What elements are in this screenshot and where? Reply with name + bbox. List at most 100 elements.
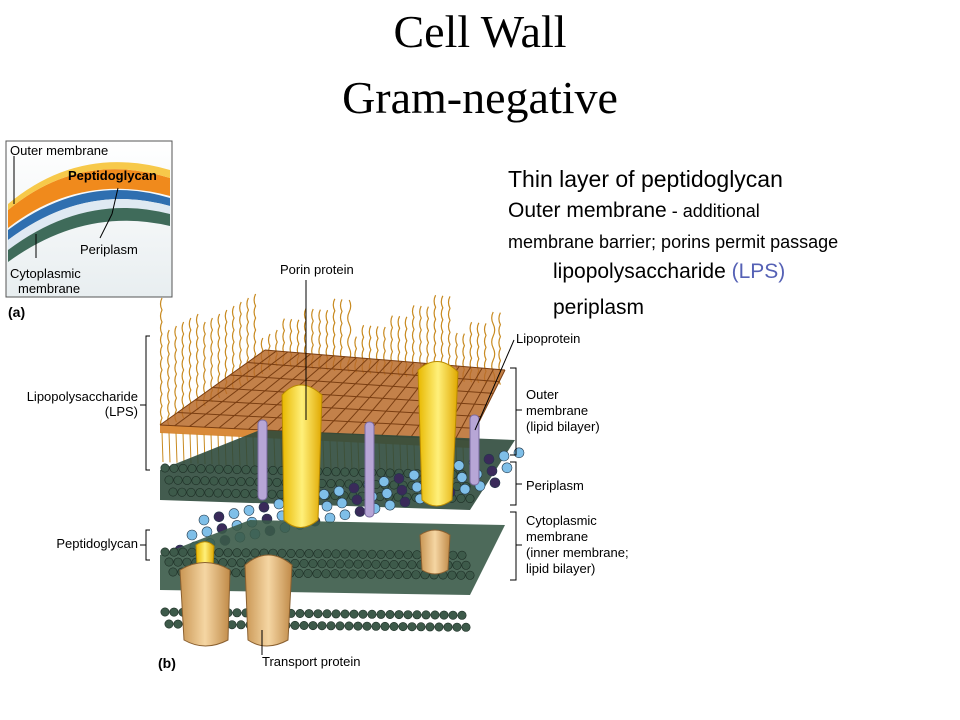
lipid-head (269, 466, 277, 474)
lipid-head (376, 570, 384, 578)
lipid-head (350, 550, 358, 558)
label-lps-1: Lipopolysaccharide (0, 389, 138, 404)
right-brackets (510, 368, 522, 580)
lipid-head (457, 494, 465, 502)
lipid-head (246, 478, 254, 486)
lipid-head (404, 611, 412, 619)
lipid-head (368, 610, 376, 618)
lipid-head (358, 570, 366, 578)
lipid-head (174, 476, 182, 484)
lipid-head (305, 609, 313, 617)
lipid-head (242, 549, 250, 557)
lipid-head (385, 570, 393, 578)
lipid-head (206, 465, 214, 473)
lipid-head (395, 610, 403, 618)
lipid-head (390, 622, 398, 630)
lipid-head (458, 611, 466, 619)
peptidoglycan-bead (499, 451, 509, 461)
lps-chain (161, 298, 163, 430)
lipid-head (462, 561, 470, 569)
lipid-head (165, 476, 173, 484)
lps-chain (197, 314, 199, 410)
lipid-head (322, 570, 330, 578)
lipid-head (219, 477, 227, 485)
label-cyto-1: Cytoplasmic (526, 513, 597, 528)
lipid-head (250, 490, 258, 498)
peptidoglycan-bead (349, 483, 359, 493)
lipid-head (318, 622, 326, 630)
lipid-head (165, 620, 173, 628)
lipid-head (165, 558, 173, 566)
lps-chain (182, 322, 184, 418)
lipid-head (457, 571, 465, 579)
peptidoglycan-bead (502, 463, 512, 473)
peptidoglycan-bead (487, 466, 497, 476)
lipid-head (161, 608, 169, 616)
lipid-head (233, 549, 241, 557)
peptidoglycan-bead (385, 500, 395, 510)
lipid-head (466, 494, 474, 502)
peptidoglycan-bead (460, 484, 470, 494)
lipid-head (197, 465, 205, 473)
peptidoglycan-bead (355, 507, 365, 517)
lipid-head (354, 560, 362, 568)
lipid-head (341, 468, 349, 476)
lipid-head (224, 549, 232, 557)
lipid-head (300, 559, 308, 567)
lipid-head (453, 623, 461, 631)
lipid-head (363, 560, 371, 568)
label-a-cytoplasmic-1: Cytoplasmic (10, 266, 81, 281)
lipid-head (296, 609, 304, 617)
lipid-head (381, 560, 389, 568)
lipid-head (214, 489, 222, 497)
lipid-head (327, 560, 335, 568)
lipid-head (413, 611, 421, 619)
lipid-head (399, 560, 407, 568)
lipid-head (318, 560, 326, 568)
lipid-tail (169, 432, 170, 462)
lipid-head (201, 477, 209, 485)
peptidoglycan-bead (397, 485, 407, 495)
lipid-head (350, 610, 358, 618)
label-porin-protein: Porin protein (280, 262, 354, 277)
lipid-head (215, 548, 223, 556)
lipid-head (431, 611, 439, 619)
lipid-head (341, 550, 349, 558)
lipid-head (368, 550, 376, 558)
lipid-head (386, 469, 394, 477)
peptidoglycan-bead (400, 497, 410, 507)
lipid-head (278, 549, 286, 557)
lipid-head (331, 570, 339, 578)
lipid-head (170, 548, 178, 556)
lipid-head (179, 548, 187, 556)
lps-chain (189, 318, 191, 414)
peptidoglycan-bead (202, 527, 212, 537)
label-cyto-3: (inner membrane; (526, 545, 629, 560)
lipid-head (305, 549, 313, 557)
label-cyto-2: membrane (526, 529, 588, 544)
lipid-head (327, 479, 335, 487)
lipid-head (300, 621, 308, 629)
lipid-tail (176, 433, 177, 463)
lipid-head (412, 571, 420, 579)
left-brackets (140, 336, 150, 560)
lipid-head (345, 622, 353, 630)
label-a-peptidoglycan: Peptidoglycan (68, 168, 157, 183)
lipid-head (196, 488, 204, 496)
lipid-head (161, 548, 169, 556)
peptidoglycan-bead (199, 515, 209, 525)
lipid-head (395, 550, 403, 558)
lipid-head (327, 622, 335, 630)
lipid-head (309, 621, 317, 629)
lipid-head (169, 488, 177, 496)
label-a-outer-membrane: Outer membrane (10, 143, 108, 158)
peptidoglycan-bead (337, 498, 347, 508)
lipid-head (453, 561, 461, 569)
lipid-head (232, 569, 240, 577)
lipid-head (435, 623, 443, 631)
lipid-head (417, 623, 425, 631)
lipid-head (359, 610, 367, 618)
lipid-head (183, 476, 191, 484)
peptidoglycan-bead (490, 478, 500, 488)
